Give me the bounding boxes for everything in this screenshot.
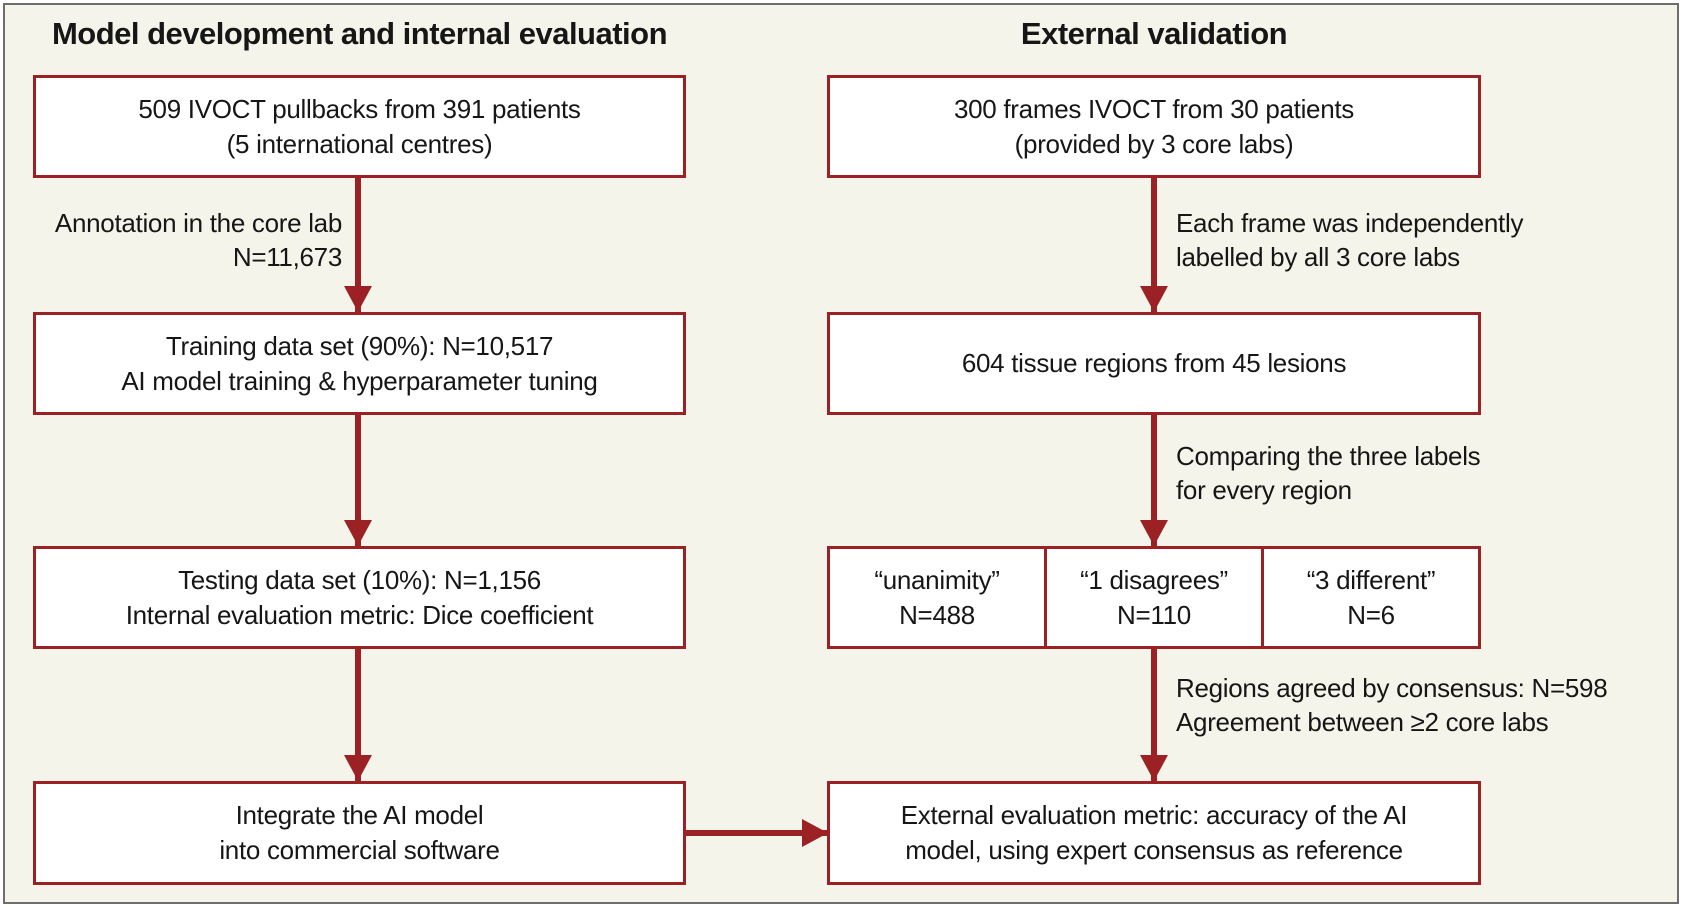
- text-line: External evaluation metric: accuracy of …: [900, 800, 1408, 830]
- text-line: N=6: [1347, 599, 1395, 630]
- text-line: Each frame was independently: [1176, 208, 1524, 238]
- flow-arrow-training-to-testing: [355, 415, 361, 546]
- box-integrate-software: Integrate the AI model into commercial s…: [33, 781, 686, 885]
- text-line: N=11,673: [232, 242, 342, 272]
- box-ivoct-frames: 300 frames IVOCT from 30 patients (provi…: [827, 75, 1481, 178]
- flow-arrow-testing-to-integrate: [355, 649, 361, 781]
- box-unanimity: “unanimity” N=488: [830, 549, 1044, 646]
- section-title-model-development: Model development and internal evaluatio…: [51, 16, 668, 51]
- text-line: into commercial software: [219, 835, 500, 865]
- text-line: Comparing the three labels: [1176, 441, 1481, 471]
- text-line: Annotation in the core lab: [54, 208, 342, 238]
- text-line: for every region: [1176, 475, 1352, 505]
- text-line: “unanimity”: [874, 564, 1000, 595]
- text-line: model, using expert consensus as referen…: [905, 835, 1403, 865]
- flow-arrow-comparing: [1151, 415, 1157, 546]
- text-line: AI model training & hyperparameter tunin…: [121, 365, 598, 396]
- text-line: 300 frames IVOCT from 30 patients: [953, 93, 1355, 124]
- text-line: Training data set (90%): N=10,517: [165, 330, 554, 361]
- text-line: “3 different”: [1306, 564, 1436, 595]
- text-line: Integrate the AI model: [235, 800, 484, 830]
- box-three-different: “3 different” N=6: [1261, 549, 1478, 646]
- text-line: Agreement between ≥2 core labs: [1176, 707, 1549, 737]
- text-line: Testing data set (10%): N=1,156: [178, 564, 541, 595]
- box-ivoct-pullbacks: 509 IVOCT pullbacks from 391 patients (5…: [33, 75, 686, 178]
- flow-arrow-integrate-to-external: [686, 830, 827, 836]
- box-testing-set: Testing data set (10%): N=1,156 Internal…: [33, 546, 686, 649]
- edge-label-consensus: Regions agreed by consensus: N=598 Agree…: [1176, 671, 1608, 739]
- flow-arrow-annotation: [355, 178, 361, 312]
- box-one-disagrees: “1 disagrees” N=110: [1044, 549, 1261, 646]
- text-line: labelled by all 3 core labs: [1176, 242, 1460, 272]
- edge-label-labelling: Each frame was independently labelled by…: [1176, 206, 1523, 274]
- section-title-external-validation: External validation: [1020, 16, 1288, 51]
- text-line: “1 disagrees”: [1080, 564, 1228, 595]
- box-external-metric: External evaluation metric: accuracy of …: [827, 781, 1481, 885]
- text-line: N=488: [899, 599, 975, 630]
- edge-label-annotation: Annotation in the core lab N=11,673: [22, 206, 342, 274]
- figure-frame: Model development and internal evaluatio…: [3, 3, 1679, 904]
- text-line: (5 international centres): [226, 128, 493, 159]
- flow-arrow-consensus: [1151, 649, 1157, 781]
- text-line: Internal evaluation metric: Dice coeffic…: [125, 599, 594, 630]
- box-training-set: Training data set (90%): N=10,517 AI mod…: [33, 312, 686, 415]
- text-line: (provided by 3 core labs): [1014, 128, 1294, 159]
- text-line: 509 IVOCT pullbacks from 391 patients: [138, 93, 581, 124]
- text-line: N=110: [1117, 599, 1191, 630]
- box-label-agreement-group: “unanimity” N=488 “1 disagrees” N=110 “3…: [827, 546, 1481, 649]
- flow-arrow-labelling: [1151, 178, 1157, 312]
- text-line: 604 tissue regions from 45 lesions: [961, 348, 1347, 378]
- edge-label-comparing: Comparing the three labels for every reg…: [1176, 439, 1481, 507]
- box-tissue-regions: 604 tissue regions from 45 lesions: [827, 312, 1481, 415]
- text-line: Regions agreed by consensus: N=598: [1176, 673, 1608, 703]
